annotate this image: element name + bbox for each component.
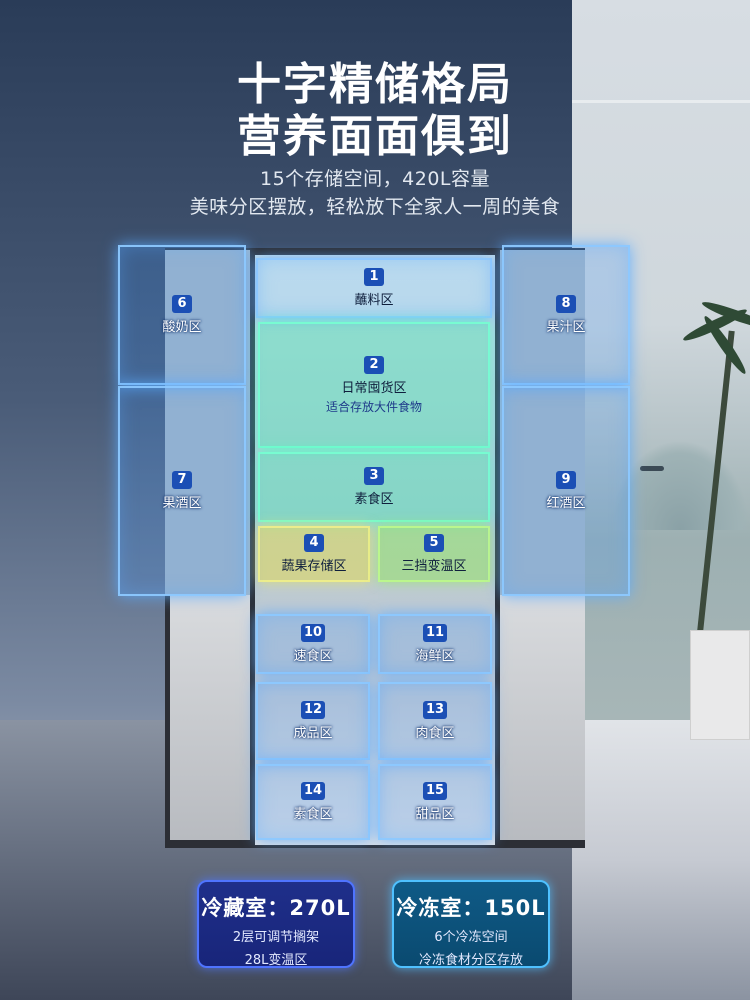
zone-number: 15 xyxy=(422,782,448,800)
left-freezer-door xyxy=(170,595,250,840)
subtitle-line-1: 15个存储空间，420L容量 xyxy=(259,168,491,190)
zone-number: 13 xyxy=(422,701,448,719)
right-freezer-door xyxy=(500,595,585,840)
zone-number: 5 xyxy=(424,534,444,552)
zone-label: 素食区 xyxy=(293,807,333,822)
card-line: 冷冻食材分区存放 xyxy=(418,953,523,968)
zone-7: 7 果酒区 xyxy=(118,386,246,596)
zone-label: 海鲜区 xyxy=(415,649,455,664)
zone-label: 甜品区 xyxy=(415,807,455,822)
zone-11: 11 海鲜区 xyxy=(378,614,492,674)
zone-9: 9 红酒区 xyxy=(502,386,630,596)
zone-number: 3 xyxy=(364,467,384,485)
zone-label: 素食区 xyxy=(354,492,394,507)
window-frame xyxy=(572,100,750,103)
zone-label: 日常囤货区 xyxy=(341,380,407,396)
zone-label: 速食区 xyxy=(293,649,333,664)
zone-3: 3 素食区 xyxy=(258,452,490,522)
zone-14: 14 素食区 xyxy=(256,764,370,840)
zone-number: 8 xyxy=(556,295,576,313)
zone-label: 酸奶区 xyxy=(162,320,202,335)
zone-label: 果汁区 xyxy=(546,320,586,335)
card-line: 2层可调节搁架 xyxy=(232,930,320,945)
zone-8: 8 果汁区 xyxy=(502,245,630,385)
zone-label: 红酒区 xyxy=(546,496,586,511)
zone-2: 2 日常囤货区 适合存放大件食物 xyxy=(258,322,490,448)
zone-10: 10 速食区 xyxy=(256,614,370,674)
freezer-capacity-card: 冷冻室：150L 6个冷冻空间 冷冻食材分区存放 xyxy=(392,880,550,968)
card-line: 28L变温区 xyxy=(244,953,308,968)
card-title: 冷藏室：270L xyxy=(201,896,351,920)
zone-label: 蔬果存储区 xyxy=(281,559,347,574)
zone-number: 1 xyxy=(364,268,384,286)
planter xyxy=(690,630,750,740)
zone-15: 15 甜品区 xyxy=(378,764,492,840)
mountain-scenery xyxy=(610,440,750,530)
zone-12: 12 成品区 xyxy=(256,682,370,760)
fridge-interior xyxy=(255,255,495,845)
zone-number: 7 xyxy=(172,471,192,489)
zone-number: 11 xyxy=(422,624,448,642)
boat-icon xyxy=(640,466,664,471)
zone-13: 13 肉食区 xyxy=(378,682,492,760)
zone-label: 果酒区 xyxy=(162,496,202,511)
zone-5: 5 三挡变温区 xyxy=(378,526,490,582)
zone-label: 蘸料区 xyxy=(354,293,394,308)
zone-number: 14 xyxy=(300,782,326,800)
zone-number: 2 xyxy=(364,355,384,374)
card-line: 6个冷冻空间 xyxy=(434,930,508,945)
zone-label: 肉食区 xyxy=(415,726,455,741)
zone-number: 6 xyxy=(172,295,192,313)
fridge-capacity-card: 冷藏室：270L 2层可调节搁架 28L变温区 xyxy=(197,880,355,968)
window-scenery xyxy=(572,0,750,720)
zone-label: 三挡变温区 xyxy=(401,559,467,574)
zone-number: 9 xyxy=(556,471,576,489)
zone-number: 12 xyxy=(300,701,326,719)
subtitle-line-2: 美味分区摆放，轻松放下全家人一周的美食 xyxy=(189,196,561,218)
zone-1: 1 蘸料区 xyxy=(256,258,492,318)
zone-4: 4 蔬果存储区 xyxy=(258,526,370,582)
floor-bright xyxy=(572,720,750,1000)
zone-label: 成品区 xyxy=(293,726,333,741)
zone-number: 10 xyxy=(300,624,326,642)
title-line-2: 营养面面俱到 xyxy=(237,111,513,162)
card-title: 冷冻室：150L xyxy=(396,896,546,920)
zone-6: 6 酸奶区 xyxy=(118,245,246,385)
title-line-1: 十字精储格局 xyxy=(237,59,513,110)
zone-number: 4 xyxy=(304,534,324,552)
zone-note: 适合存放大件食物 xyxy=(325,399,422,414)
